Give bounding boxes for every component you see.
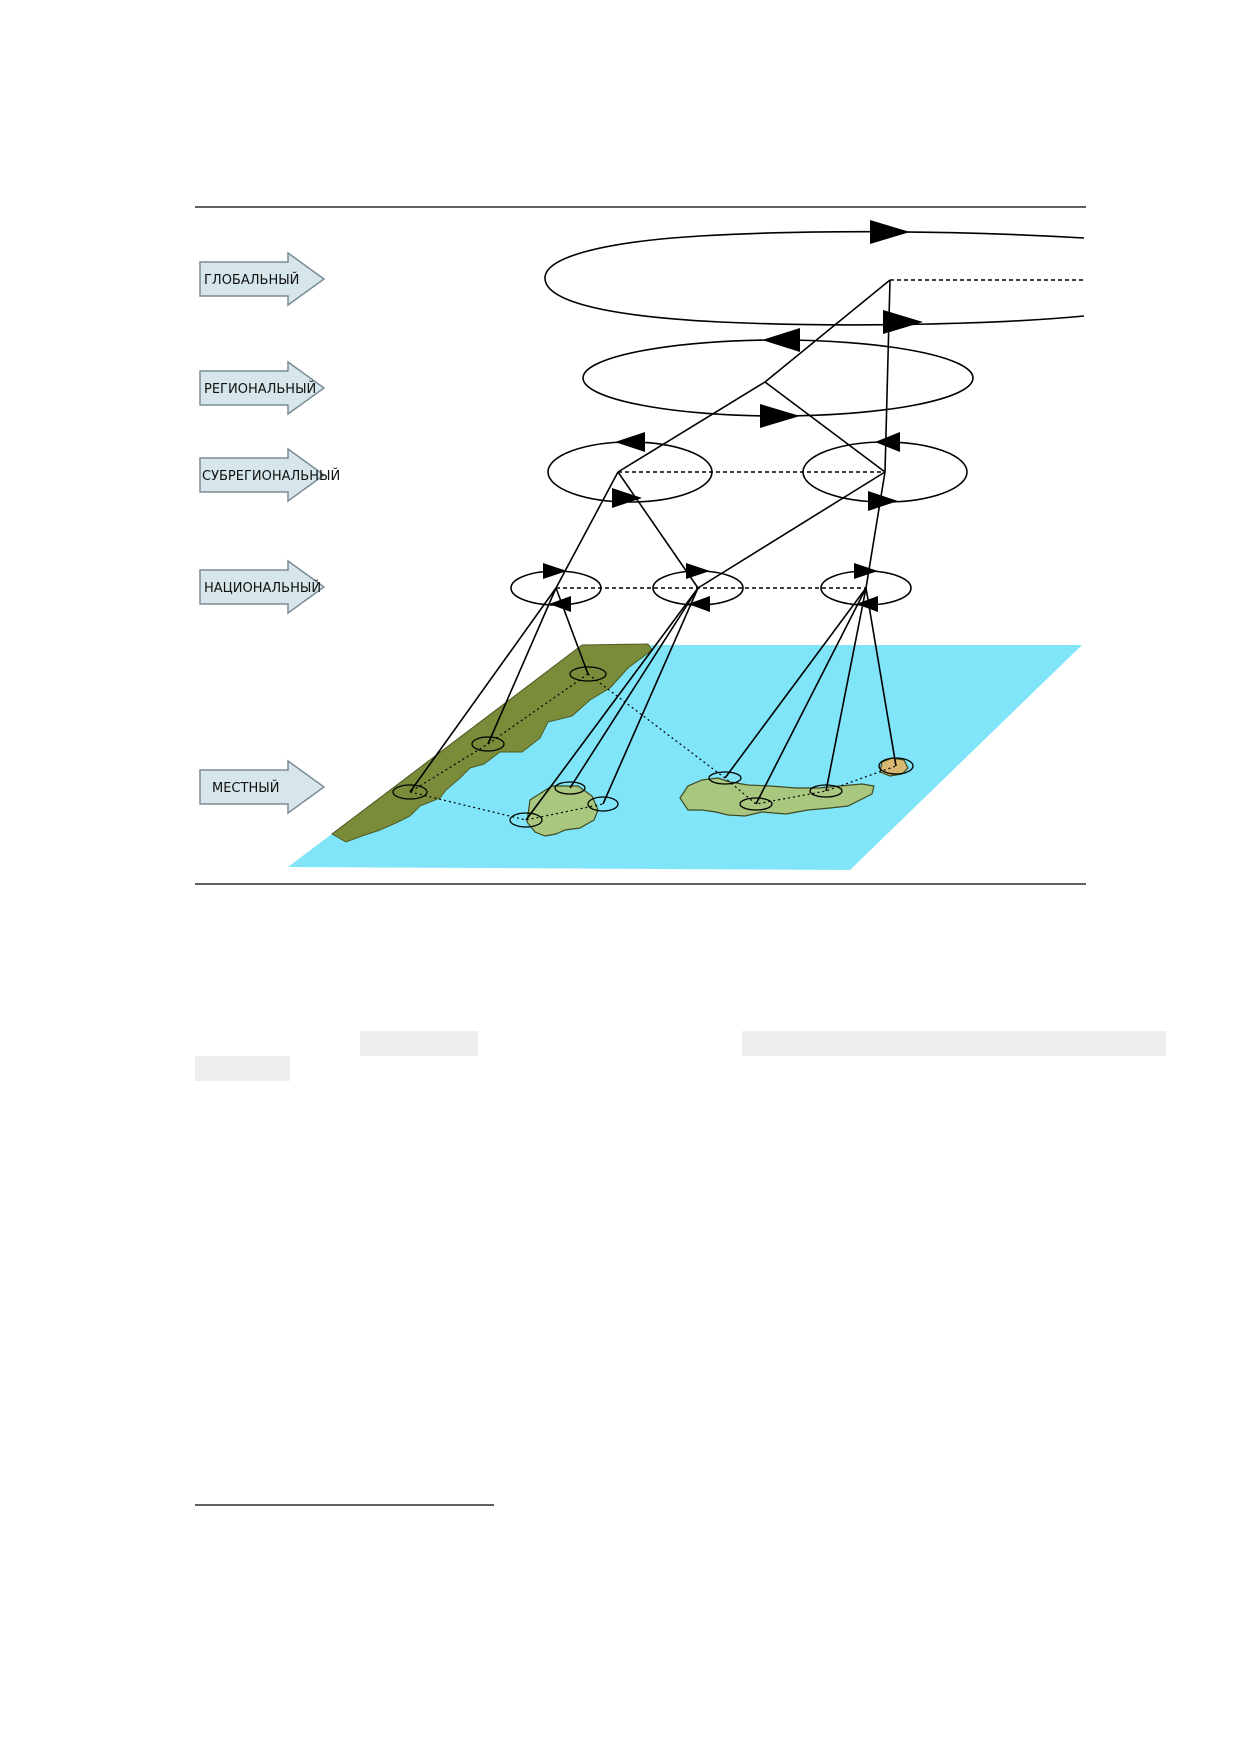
- subregional-left-arrow-top: [615, 432, 645, 452]
- local-node-3: [392, 784, 428, 800]
- subregional-left-arrow-bottom: [612, 488, 642, 508]
- regional-cycle: [582, 339, 974, 417]
- local-node-7: [708, 771, 742, 785]
- level-label-subregional: СУБРЕГИОНАЛЬНЫЙ: [202, 468, 340, 484]
- national-right-arrow-bottom: [856, 596, 878, 612]
- island-central: [526, 785, 599, 837]
- local-node-4: [554, 781, 586, 795]
- level-label-global: ГЛОБАЛЬНЫЙ: [204, 272, 299, 288]
- local-node-10: [878, 757, 914, 775]
- redacted-block-3: [195, 1056, 290, 1081]
- local-node-1: [569, 666, 607, 682]
- level-arrow-subregional: СУБРЕГИОНАЛЬНЫЙ: [199, 447, 340, 503]
- subregional-cycle-left: [547, 441, 713, 503]
- level-arrow-global: ГЛОБАЛЬНЫЙ: [199, 251, 326, 307]
- level-label-regional: РЕГИОНАЛЬНЫЙ: [204, 381, 316, 397]
- hierarchy-lines: [409, 279, 897, 821]
- local-node-5: [587, 796, 619, 812]
- local-node-6: [509, 812, 543, 828]
- national-left-arrow-top: [543, 563, 567, 579]
- level-arrow-regional: РЕГИОНАЛЬНЫЙ: [199, 360, 326, 416]
- island-east: [679, 777, 875, 817]
- local-node-2: [471, 736, 505, 752]
- global-cycle-arrow-top: [870, 220, 910, 244]
- subregional-right-arrow-bottom: [868, 491, 898, 511]
- local-node-8: [739, 797, 773, 811]
- sea-plane: [288, 645, 1082, 870]
- local-node-9: [809, 784, 843, 798]
- local-nodes: [392, 666, 914, 828]
- regional-cycle-arrow-top: [762, 328, 800, 352]
- coastline-landmass: [331, 643, 653, 843]
- global-cycle: [544, 230, 1085, 326]
- level-dashed-links: [556, 279, 1084, 589]
- national-centre-arrow-top: [686, 563, 710, 579]
- redacted-block-1: [360, 1031, 478, 1056]
- level-label-local: МЕСТНЫЙ: [212, 780, 279, 796]
- subregional-right-arrow-top: [875, 432, 900, 452]
- level-arrow-national: НАЦИОНАЛЬНЫЙ: [199, 559, 326, 615]
- level-arrow-local: МЕСТНЫЙ: [199, 759, 326, 815]
- redacted-block-2: [742, 1031, 1166, 1056]
- national-left-arrow-bottom: [549, 596, 571, 612]
- regional-cycle-arrow-bottom: [760, 404, 800, 428]
- national-centre-arrow-bottom: [688, 596, 710, 612]
- level-label-national: НАЦИОНАЛЬНЫЙ: [204, 580, 321, 596]
- national-right-arrow-top: [854, 563, 878, 579]
- global-cycle-arrow-bottom: [883, 310, 923, 334]
- local-dotted-links: [409, 673, 897, 821]
